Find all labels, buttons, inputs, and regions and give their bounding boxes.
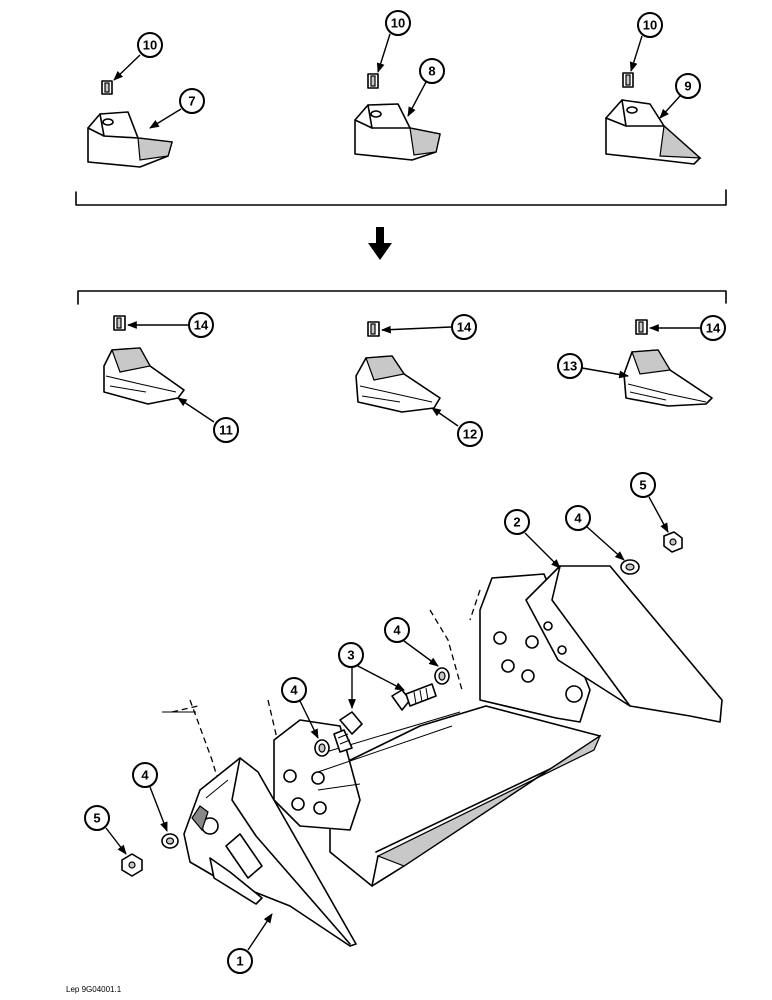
svg-text:9: 9	[684, 79, 691, 94]
callout-8: 8	[407, 58, 445, 117]
figure-reference-code: Lep 9G04001.1	[66, 985, 122, 994]
bucket-assembly	[121, 531, 723, 947]
retainer-clip-14-left	[113, 315, 126, 331]
callout-5-left: 5	[84, 805, 127, 855]
svg-text:5: 5	[639, 478, 646, 493]
svg-text:4: 4	[141, 768, 149, 783]
retainer-clip-10-center	[367, 73, 379, 89]
svg-text:10: 10	[391, 16, 405, 31]
callout-10-center: 10	[376, 10, 411, 73]
callout-11: 11	[177, 397, 239, 443]
callout-14-right: 14	[649, 315, 726, 341]
tooth-11	[103, 347, 185, 405]
old-teeth-group	[87, 72, 702, 168]
washer-4-bolt-lower	[314, 739, 330, 757]
callout-4-bolt-lower: 4	[281, 677, 319, 739]
svg-text:7: 7	[188, 94, 195, 109]
nut-5-left	[121, 853, 143, 877]
new-style-bracket	[77, 290, 727, 305]
callout-1: 1	[227, 913, 273, 974]
tooth-13	[623, 349, 713, 407]
callout-4-left: 4	[132, 762, 168, 832]
tooth-12	[355, 355, 441, 413]
callout-4-bolt-upper: 4	[384, 617, 439, 667]
callout-3: 3	[338, 642, 405, 709]
svg-text:11: 11	[219, 423, 233, 438]
svg-text:10: 10	[643, 18, 657, 33]
bolt-3-lower	[333, 711, 363, 753]
washer-4-right	[620, 559, 640, 575]
svg-text:8: 8	[428, 64, 435, 79]
replacement-arrow	[368, 227, 392, 260]
callout-14-left: 14	[127, 312, 214, 338]
retainer-clip-14-center	[367, 321, 380, 337]
svg-text:4: 4	[574, 511, 582, 526]
bolt-3-upper	[391, 683, 437, 711]
nut-5-right	[663, 531, 683, 553]
svg-text:10: 10	[143, 38, 157, 53]
svg-text:12: 12	[463, 427, 477, 442]
tooth-9	[605, 99, 702, 165]
callout-13: 13	[557, 353, 629, 379]
svg-text:4: 4	[290, 683, 298, 698]
svg-text:4: 4	[393, 623, 401, 638]
svg-text:2: 2	[513, 515, 520, 530]
retainer-clip-10-left	[101, 80, 113, 95]
callouts: 10 7 10 8 10 9 14 14	[84, 10, 726, 974]
washer-4-left	[161, 833, 179, 849]
callout-10-right: 10	[629, 12, 663, 72]
callout-9: 9	[659, 73, 701, 119]
callout-7: 7	[149, 88, 205, 129]
retainer-clip-14-right	[635, 319, 648, 335]
callout-4-right: 4	[565, 505, 625, 561]
old-style-bracket	[75, 189, 727, 206]
svg-text:14: 14	[194, 318, 209, 333]
retainer-clip-10-right	[622, 72, 634, 88]
svg-text:3: 3	[347, 648, 354, 663]
new-teeth-group	[103, 315, 713, 413]
svg-text:14: 14	[457, 320, 472, 335]
svg-text:1: 1	[236, 954, 243, 969]
tooth-7	[87, 111, 173, 168]
callout-5-right: 5	[630, 472, 669, 533]
tooth-8	[354, 103, 441, 161]
washer-4-bolt-upper	[434, 667, 450, 685]
svg-text:13: 13	[563, 359, 577, 374]
callout-12: 12	[431, 407, 483, 447]
svg-text:14: 14	[706, 321, 721, 336]
callout-2: 2	[504, 509, 561, 569]
svg-text:5: 5	[93, 811, 100, 826]
callout-10-left: 10	[113, 32, 163, 81]
callout-14-center: 14	[381, 314, 477, 340]
side-cutter-2	[525, 565, 723, 723]
